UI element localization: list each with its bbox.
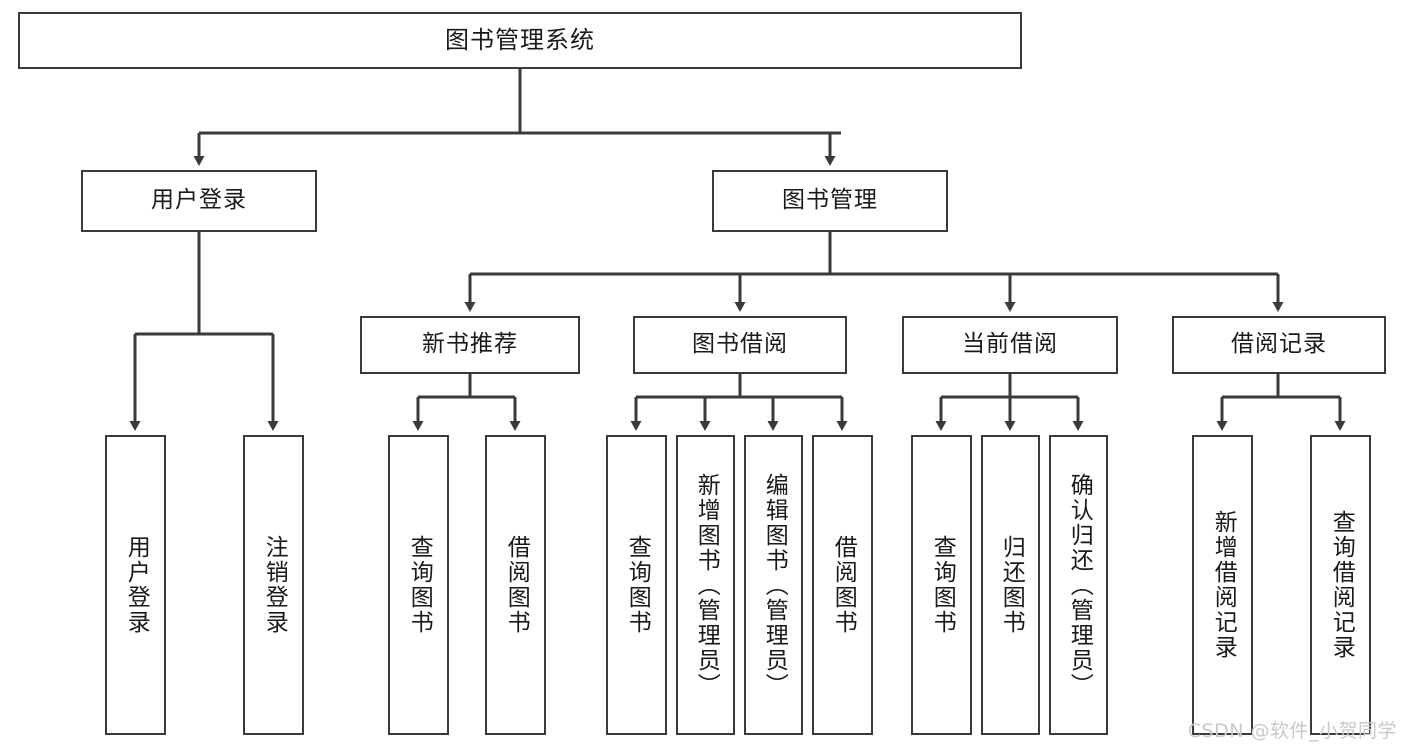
node-leaf-br-add-record-label: 新增借阅记录	[1210, 510, 1237, 660]
node-leaf-br-query-record[interactable]: 查询借阅记录	[1310, 435, 1371, 735]
node-leaf-cb-query-book[interactable]: 查询图书	[911, 435, 972, 735]
node-new-book-recommend[interactable]: 新书推荐	[360, 316, 580, 374]
node-leaf-nb-query-book[interactable]: 查询图书	[388, 435, 449, 735]
node-leaf-nb-borrow-book[interactable]: 借阅图书	[485, 435, 546, 735]
node-leaf-bb-edit-book-label: 编辑图书（管理员）	[761, 472, 788, 698]
node-leaf-bb-query-book-label: 查询图书	[624, 535, 651, 635]
node-leaf-bb-borrow-book[interactable]: 借阅图书	[812, 435, 873, 735]
node-leaf-bb-edit-book[interactable]: 编辑图书（管理员）	[744, 435, 803, 735]
node-leaf-nb-query-book-label: 查询图书	[406, 535, 433, 635]
node-user-login-label: 用户登录	[151, 187, 247, 214]
node-book-management[interactable]: 图书管理	[712, 170, 948, 232]
node-leaf-cb-confirm-return[interactable]: 确认归还（管理员）	[1049, 435, 1108, 735]
node-current-borrow-label: 当前借阅	[962, 331, 1058, 358]
node-leaf-bb-add-book-label: 新增图书（管理员）	[693, 472, 720, 698]
node-leaf-cb-confirm-return-label: 确认归还（管理员）	[1066, 472, 1093, 698]
node-leaf-nb-borrow-book-label: 借阅图书	[503, 535, 530, 635]
node-leaf-br-query-record-label: 查询借阅记录	[1328, 510, 1355, 660]
node-leaf-cb-return-book-label: 归还图书	[998, 535, 1025, 635]
node-leaf-cb-query-book-label: 查询图书	[929, 535, 956, 635]
node-book-management-label: 图书管理	[782, 187, 878, 214]
node-leaf-bb-query-book[interactable]: 查询图书	[606, 435, 667, 735]
watermark-text: CSDN @软件_小贺同学	[1187, 720, 1397, 742]
node-borrow-record[interactable]: 借阅记录	[1172, 316, 1386, 374]
node-leaf-bb-borrow-book-label: 借阅图书	[830, 535, 857, 635]
node-book-borrow[interactable]: 图书借阅	[633, 316, 847, 374]
node-user-login[interactable]: 用户登录	[81, 170, 317, 232]
node-leaf-bb-add-book[interactable]: 新增图书（管理员）	[676, 435, 735, 735]
node-borrow-record-label: 借阅记录	[1231, 331, 1327, 358]
node-leaf-cb-return-book[interactable]: 归还图书	[981, 435, 1040, 735]
node-leaf-user-login[interactable]: 用户登录	[105, 435, 166, 735]
node-new-book-recommend-label: 新书推荐	[422, 331, 518, 358]
node-book-borrow-label: 图书借阅	[692, 331, 788, 358]
node-leaf-logout-label: 注销登录	[261, 535, 288, 635]
node-leaf-logout[interactable]: 注销登录	[243, 435, 304, 735]
node-leaf-user-login-label: 用户登录	[123, 535, 150, 635]
node-root-label: 图书管理系统	[445, 26, 595, 55]
node-leaf-br-add-record[interactable]: 新增借阅记录	[1192, 435, 1253, 735]
node-current-borrow[interactable]: 当前借阅	[902, 316, 1118, 374]
node-root-system[interactable]: 图书管理系统	[18, 12, 1022, 69]
